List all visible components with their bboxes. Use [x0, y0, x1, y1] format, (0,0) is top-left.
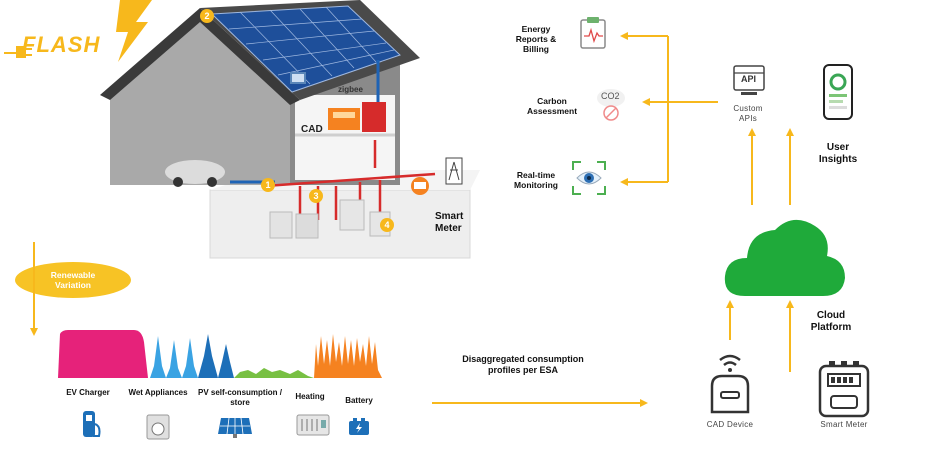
badge-4: 4: [380, 218, 394, 232]
cloud-icon: [723, 212, 847, 298]
cad-device-label: CAD Device: [706, 420, 754, 429]
house-smart-meter-label: Smart Meter: [435, 211, 464, 234]
brand-name: FLASH: [22, 32, 101, 57]
eye-scan-icon: [571, 160, 607, 196]
user-insights-label: User Insights: [818, 142, 858, 165]
api-icon-text: API: [741, 74, 757, 84]
washing-machine-icon: [146, 414, 170, 440]
house-drawing: [100, 0, 480, 259]
smart-meter-icon: [817, 360, 871, 418]
api-icon: API: [731, 64, 767, 98]
co2-icon: CO2: [594, 86, 628, 122]
consumption-profile-strip: [58, 326, 398, 380]
house-illustration: 1 2 3 4 zigbee CAD Smart Meter: [100, 0, 480, 262]
category-label-heating: Heating: [295, 392, 325, 401]
cad-device-icon: [702, 350, 758, 416]
realtime-monitoring-label: Real-time Monitoring: [514, 170, 558, 191]
energy-reports-label: Energy Reports & Billing: [515, 24, 557, 55]
category-label-pv: PV self-consumption / store: [198, 388, 283, 407]
badge-1: 1: [261, 178, 275, 192]
disaggregated-profiles-label: Disaggregated consumption profiles per E…: [462, 354, 584, 375]
ev-charger-icon: [80, 410, 102, 440]
badge-2: 2: [200, 9, 214, 23]
smartphone-icon: [823, 64, 853, 120]
category-label-wet-appliances: Wet Appliances: [128, 388, 188, 397]
zigbee-label: zigbee: [338, 85, 363, 94]
smart-meter-label: Smart Meter: [820, 420, 868, 429]
clipboard-chart-icon: [578, 16, 608, 50]
custom-apis-label: Custom APIs: [733, 104, 763, 123]
battery-icon: [348, 418, 370, 436]
co2-text: CO2: [601, 91, 620, 101]
badge-3: 3: [309, 189, 323, 203]
category-label-ev-charger: EV Charger: [66, 388, 110, 397]
cloud-platform-label: Cloud Platform: [810, 310, 852, 333]
flash-logo: FLASH: [2, 0, 162, 70]
category-label-battery: Battery: [345, 396, 373, 405]
solar-panel-icon: [217, 416, 253, 438]
cad-label: CAD: [301, 124, 323, 135]
heater-icon: [296, 414, 330, 436]
flash-logo-graphic: [4, 0, 152, 62]
carbon-assessment-label: Carbon Assessment: [526, 96, 578, 117]
